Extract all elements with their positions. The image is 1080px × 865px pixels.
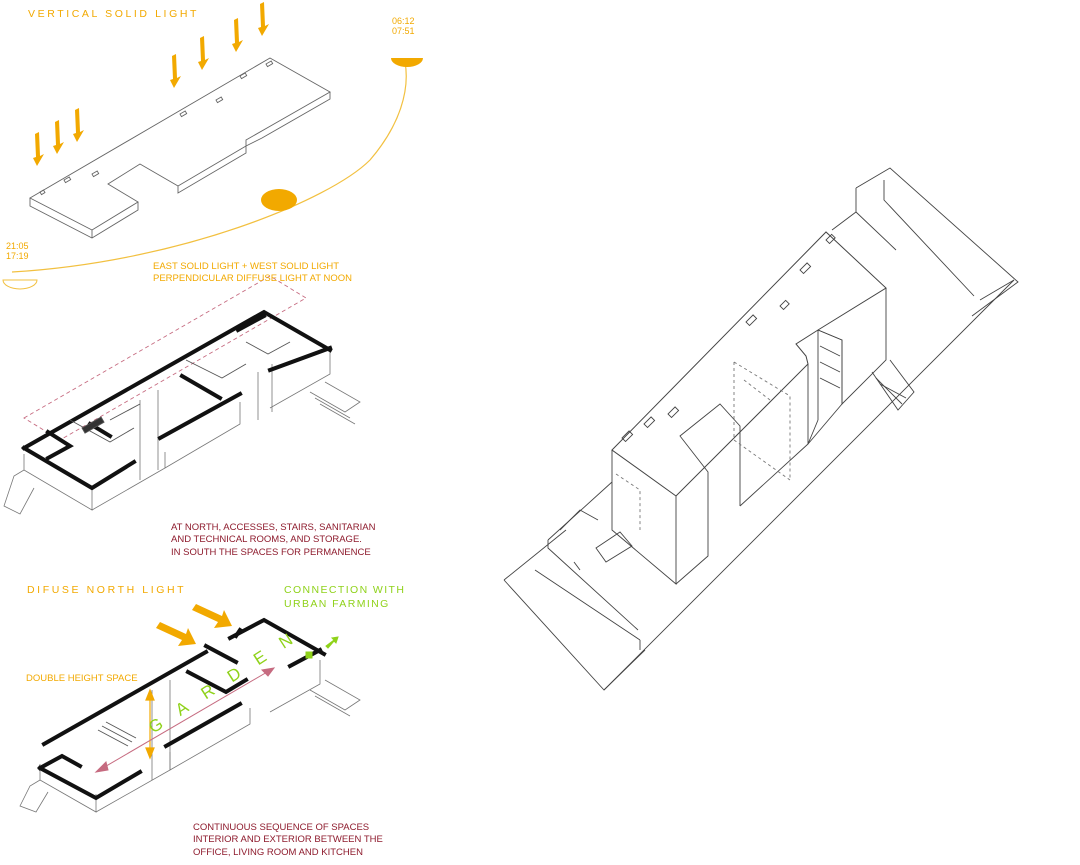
sunrise-time-1: 06:12 [392, 16, 415, 26]
double-height-arrow [145, 688, 155, 760]
north-south-zoning-note: AT NORTH, ACCESSES, STAIRS, SANITARIAN A… [171, 522, 375, 559]
diffuse-north-light-title: DIFUSE NORTH LIGHT [27, 584, 187, 596]
urban-farming-title: CONNECTION WITH URBAN FARMING [284, 584, 405, 611]
urban-farming-line-1: CONNECTION WITH [284, 584, 406, 596]
top-panel-roof-diagram [2, 2, 423, 290]
light-arrow-icon [156, 604, 232, 646]
sunset-time-1: 21:05 [6, 241, 29, 251]
interior-partitions [69, 341, 291, 443]
light-arrow-icon [33, 2, 269, 166]
dashed-roof-projection [23, 275, 307, 441]
east-west-note-line-1: EAST SOLID LIGHT + WEST SOLID LIGHT [153, 261, 340, 272]
continuous-sequence-note: CONTINUOUS SEQUENCE OF SPACES INTERIOR A… [193, 822, 383, 859]
sun-path-arc [11, 61, 407, 273]
sequence-note-line-2: INTERIOR AND EXTERIOR BETWEEN THE [193, 834, 383, 846]
sun-disc-icon [391, 58, 423, 67]
sequence-note-line-3: OFFICE, LIVING ROOM AND KITCHEN [193, 846, 363, 858]
sun-disc-icon [2, 279, 38, 290]
exit-arrow-icon [305, 636, 339, 659]
stairs-bottom [97, 721, 137, 747]
roof-slab [29, 57, 331, 239]
urban-farming-line-2: URBAN FARMING [284, 597, 390, 610]
sequence-arrow [94, 667, 276, 773]
sunrise-times: 06:12 07:51 [392, 16, 415, 37]
east-west-note-line-2: PERPENDICULAR DIFFUSE LIGHT AT NOON [153, 273, 353, 285]
sunrise-time-2: 07:51 [392, 26, 415, 37]
cut-walls-bottom [37, 617, 327, 801]
outer-volume-lines-bottom [19, 660, 361, 813]
zoning-note-line-2: AND TECHNICAL ROOMS, AND STORAGE. [171, 534, 362, 546]
main-axonometric-drawing [503, 167, 1019, 691]
sequence-note-line-1: CONTINUOUS SEQUENCE OF SPACES [193, 822, 370, 833]
vertical-solid-light-title: VERTICAL SOLID LIGHT [28, 8, 200, 20]
sunset-time-2: 17:19 [6, 251, 29, 262]
cut-walls [21, 309, 333, 491]
zoning-note-line-1: AT NORTH, ACCESSES, STAIRS, SANITARIAN [171, 522, 376, 533]
outer-volume-lines [3, 348, 361, 515]
bottom-panel-circulation-axonometric [19, 604, 361, 813]
double-height-label: DOUBLE HEIGHT SPACE [26, 673, 138, 684]
east-west-light-note: EAST SOLID LIGHT + WEST SOLID LIGHT PERP… [153, 261, 352, 286]
sunset-times: 21:05 17:19 [6, 241, 29, 262]
sun-disc-icon [261, 189, 297, 211]
middle-panel-plan-axonometric [3, 275, 361, 515]
zoning-note-line-3: IN SOUTH THE SPACES FOR PERMANENCE [171, 546, 371, 558]
